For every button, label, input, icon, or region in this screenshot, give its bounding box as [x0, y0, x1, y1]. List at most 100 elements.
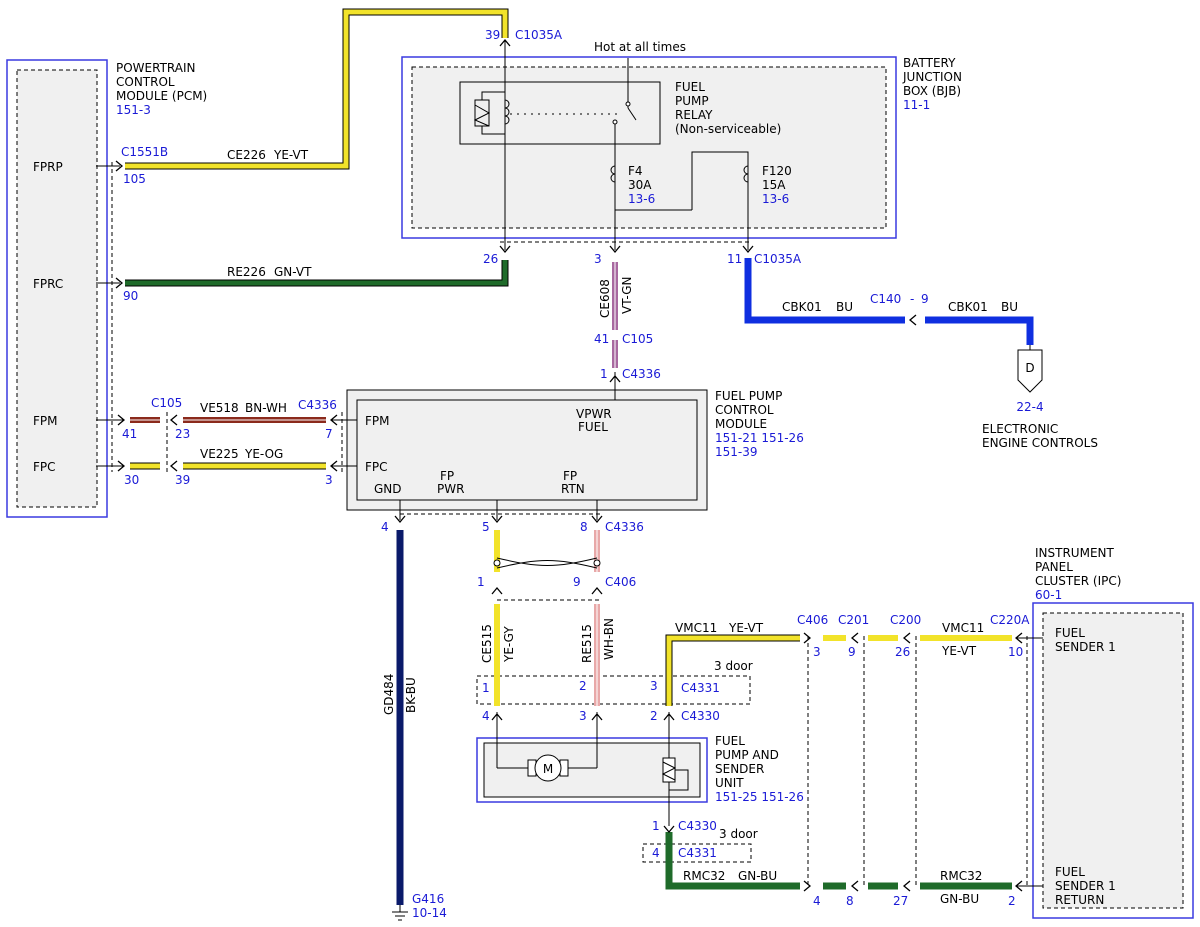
- svg-text:C220A: C220A: [990, 613, 1030, 627]
- eec-labels: 22-4 ELECTRONIC ENGINE CONTROLS: [982, 400, 1098, 450]
- svg-text:CBK01: CBK01: [948, 300, 988, 314]
- svg-text:C4331: C4331: [678, 846, 717, 860]
- svg-text:GN-VT: GN-VT: [274, 265, 312, 279]
- svg-text:CONTROL: CONTROL: [116, 75, 175, 89]
- svg-text:YE-VT: YE-VT: [273, 148, 309, 162]
- svg-text:FUEL: FUEL: [715, 734, 745, 748]
- svg-text:9: 9: [573, 575, 581, 589]
- svg-text:C1551B: C1551B: [121, 145, 168, 159]
- svg-text:JUNCTION: JUNCTION: [902, 70, 962, 84]
- svg-text:C4336: C4336: [622, 367, 661, 381]
- svg-text:ENGINE CONTROLS: ENGINE CONTROLS: [982, 436, 1098, 450]
- svg-text:FPC: FPC: [365, 460, 388, 474]
- bjb-labels: BATTERY JUNCTION BOX (BJB) 11-1 Hot at a…: [594, 40, 962, 206]
- svg-text:4: 4: [652, 846, 660, 860]
- svg-text:BOX (BJB): BOX (BJB): [903, 84, 961, 98]
- svg-text:CONTROL: CONTROL: [715, 403, 774, 417]
- bjb-module: [401, 56, 897, 239]
- svg-text:CE608: CE608: [598, 279, 612, 318]
- svg-text:3 door: 3 door: [714, 659, 753, 673]
- wire-labels: CE226 YE-VT RE226 GN-VT CE608 VT-GN CBK0…: [200, 148, 1018, 906]
- svg-text:C105: C105: [622, 332, 653, 346]
- svg-text:PWR: PWR: [437, 482, 464, 496]
- wire-cbk01: [744, 258, 905, 324]
- fpcm-module: [346, 389, 708, 511]
- svg-text:9: 9: [848, 645, 856, 659]
- pin-numbers: 39 105 90 26 3 11 41 1 41 23 7 30 39 3 4…: [122, 28, 1023, 908]
- svg-text:151-39: 151-39: [715, 445, 758, 459]
- svg-text:3: 3: [650, 679, 658, 693]
- svg-text:MODULE (PCM): MODULE (PCM): [116, 89, 207, 103]
- svg-text:VT-GN: VT-GN: [620, 277, 634, 314]
- svg-text:C4336: C4336: [605, 520, 644, 534]
- svg-text:VMC11: VMC11: [942, 621, 984, 635]
- svg-text:BN-WH: BN-WH: [245, 401, 287, 415]
- svg-text:C200: C200: [890, 613, 921, 627]
- svg-text:FPC: FPC: [33, 460, 56, 474]
- svg-text:RMC32: RMC32: [683, 869, 725, 883]
- svg-text:13-6: 13-6: [628, 192, 655, 206]
- svg-text:C4330: C4330: [678, 819, 717, 833]
- svg-text:26: 26: [895, 645, 910, 659]
- svg-text:CBK01: CBK01: [782, 300, 822, 314]
- svg-text:CLUSTER (IPC): CLUSTER (IPC): [1035, 574, 1121, 588]
- svg-text:PUMP: PUMP: [675, 94, 709, 108]
- svg-text:RMC32: RMC32: [940, 869, 982, 883]
- svg-text:105: 105: [123, 172, 146, 186]
- svg-text:15A: 15A: [762, 178, 786, 192]
- svg-text:C406: C406: [605, 575, 636, 589]
- svg-text:FPM: FPM: [365, 414, 390, 428]
- pcm-module: [6, 59, 108, 518]
- svg-text:VE518: VE518: [200, 401, 239, 415]
- svg-text:GN-BU: GN-BU: [940, 892, 979, 906]
- svg-text:FUEL: FUEL: [1055, 626, 1085, 640]
- eec-connector-icon: D: [1017, 349, 1043, 393]
- svg-text:4: 4: [813, 894, 821, 908]
- svg-text:FUEL PUMP: FUEL PUMP: [715, 389, 782, 403]
- svg-text:MODULE: MODULE: [715, 417, 767, 431]
- svg-text:FP: FP: [563, 469, 577, 483]
- svg-text:1: 1: [482, 681, 490, 695]
- svg-text:FUEL: FUEL: [675, 80, 705, 94]
- svg-text:10: 10: [1008, 645, 1023, 659]
- svg-text:41: 41: [594, 332, 609, 346]
- relay-coil: [473, 91, 631, 135]
- svg-text:3 door: 3 door: [719, 827, 758, 841]
- svg-text:YE-VT: YE-VT: [728, 621, 764, 635]
- svg-text:WH-BN: WH-BN: [602, 618, 616, 660]
- svg-text:SENDER 1: SENDER 1: [1055, 879, 1116, 893]
- svg-text:C105: C105: [151, 396, 182, 410]
- svg-text:SENDER: SENDER: [715, 762, 764, 776]
- svg-text:2: 2: [579, 679, 587, 693]
- connector-outlines: [111, 162, 1028, 886]
- ipc-module: [1032, 602, 1194, 919]
- svg-text:C4331: C4331: [681, 681, 720, 695]
- svg-text:C201: C201: [838, 613, 869, 627]
- svg-text:FPRC: FPRC: [33, 277, 63, 291]
- wire-rmc32: [665, 832, 800, 890]
- svg-text:C4336: C4336: [298, 398, 337, 412]
- svg-text:C406: C406: [797, 613, 828, 627]
- svg-text:PANEL: PANEL: [1035, 560, 1073, 574]
- svg-text:90: 90: [123, 289, 138, 303]
- svg-text:F120: F120: [762, 164, 792, 178]
- svg-text:FPRP: FPRP: [33, 160, 63, 174]
- svg-text:GD484: GD484: [382, 674, 396, 715]
- svg-text:PUMP AND: PUMP AND: [715, 748, 779, 762]
- svg-text:8: 8: [846, 894, 854, 908]
- svg-text:FUEL: FUEL: [578, 420, 608, 434]
- sender-resistor-icon: [661, 757, 689, 791]
- svg-text:BK-BU: BK-BU: [404, 677, 418, 713]
- svg-text:1: 1: [600, 367, 608, 381]
- svg-text:POWERTRAIN: POWERTRAIN: [116, 61, 196, 75]
- svg-text:Hot at all times: Hot at all times: [594, 40, 686, 54]
- svg-text:4: 4: [381, 520, 389, 534]
- svg-text:RETURN: RETURN: [1055, 893, 1104, 907]
- svg-text:7: 7: [325, 427, 333, 441]
- svg-text:ELECTRONIC: ELECTRONIC: [982, 422, 1058, 436]
- svg-text:3: 3: [813, 645, 821, 659]
- svg-text:-: -: [910, 292, 914, 306]
- svg-text:151-25 151-26: 151-25 151-26: [715, 790, 804, 804]
- svg-text:C1035A: C1035A: [515, 28, 563, 42]
